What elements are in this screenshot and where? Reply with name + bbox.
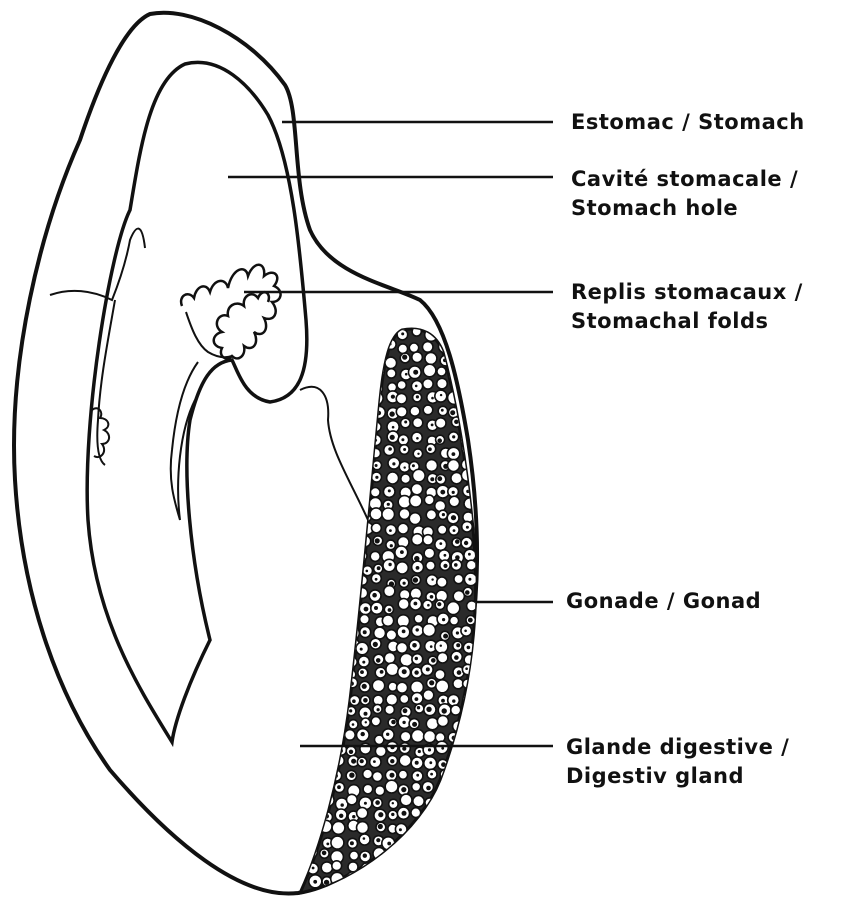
stomach-wall-outline <box>87 62 307 742</box>
label-cavity-line-2: Stomach hole <box>571 194 798 223</box>
label-gland-line-2: Digestiv gland <box>566 762 789 791</box>
label-stomach-cavity: Cavité stomacale / Stomach hole <box>571 165 798 223</box>
label-gonad: Gonade / Gonad <box>566 587 761 616</box>
membrane-line-inner <box>97 300 115 465</box>
label-cavity-line-1: Cavité stomacale / <box>571 165 798 194</box>
label-digestive-gland: Glande digestive / Digestiv gland <box>566 733 789 791</box>
small-wall-fold <box>92 408 109 457</box>
label-folds-line-1: Replis stomacaux / <box>571 278 803 307</box>
membrane-line-right <box>300 387 368 520</box>
gonad-region <box>291 327 477 893</box>
label-stomachal-folds: Replis stomacaux / Stomachal folds <box>571 278 803 336</box>
membrane-line-center <box>171 362 198 520</box>
membrane-line-left <box>50 229 145 300</box>
stomachal-folds <box>181 265 280 359</box>
label-stomach: Estomac / Stomach <box>571 108 805 137</box>
label-folds-line-2: Stomachal folds <box>571 307 803 336</box>
label-stomach-line-1: Estomac / Stomach <box>571 108 805 137</box>
stomachal-folds-stem <box>186 312 232 357</box>
label-gland-line-1: Glande digestive / <box>566 733 789 762</box>
label-gonad-line-1: Gonade / Gonad <box>566 587 761 616</box>
